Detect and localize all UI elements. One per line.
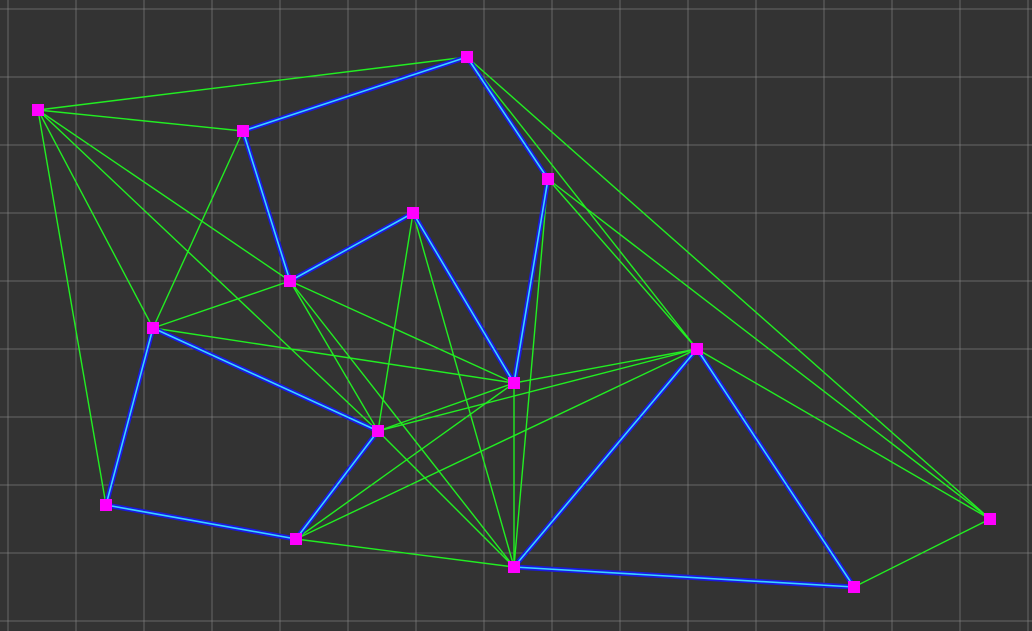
node-K[interactable] — [100, 499, 112, 511]
green-edge-H-J — [377, 382, 515, 432]
green-edge-L-M — [295, 538, 515, 568]
node-L[interactable] — [290, 533, 302, 545]
green-edge-A-J — [37, 109, 379, 432]
green-edge-I-L — [295, 348, 698, 540]
green-edge-A-F — [37, 109, 291, 282]
node-E[interactable] — [407, 207, 419, 219]
path-edge-I-N — [696, 348, 855, 588]
green-edge-I-H — [513, 348, 698, 384]
green-edge-G-H — [152, 327, 515, 384]
green-edge-F-H — [289, 280, 515, 384]
node-B[interactable] — [237, 125, 249, 137]
green-edge-A-C — [37, 56, 468, 111]
path-edges — [103, 54, 857, 590]
node-F[interactable] — [284, 275, 296, 287]
green-edge-G-F — [152, 280, 291, 329]
path-edge-C-D — [466, 56, 549, 180]
green-edge-A-B — [37, 109, 244, 132]
path-edge-G-J — [152, 327, 379, 432]
nodes — [32, 51, 996, 593]
green-edge-E-M — [412, 212, 515, 568]
node-J[interactable] — [372, 425, 384, 437]
green-edge-I-J — [377, 348, 698, 432]
green-edge-D-O — [547, 178, 991, 520]
node-N[interactable] — [848, 581, 860, 593]
green-edge-J-M — [377, 430, 515, 568]
green-edge-D-I — [547, 178, 698, 350]
green-edge-H-L — [295, 382, 515, 540]
green-edge-A-G — [37, 109, 154, 329]
path-edge-D-H — [513, 178, 549, 384]
node-I[interactable] — [691, 343, 703, 355]
green-edge-I-O — [696, 348, 991, 520]
green-edge-E-J — [377, 212, 414, 432]
path-edge-B-C — [242, 56, 468, 132]
path-edge-M-I — [513, 348, 698, 568]
green-edge-B-G — [152, 130, 244, 329]
path-edge-K-G — [105, 327, 154, 506]
node-D[interactable] — [542, 173, 554, 185]
node-M[interactable] — [508, 561, 520, 573]
node-C[interactable] — [461, 51, 473, 63]
node-A[interactable] — [32, 104, 44, 116]
node-G[interactable] — [147, 322, 159, 334]
path-edge-E-F — [289, 212, 414, 282]
green-edge-A-K — [37, 109, 107, 506]
green-edge-D-M — [513, 178, 549, 568]
node-H[interactable] — [508, 377, 520, 389]
green-edge-C-I — [466, 56, 698, 350]
green-edge-C-O — [466, 56, 991, 520]
path-edge-F-B — [242, 130, 291, 282]
path-edge-J-L — [295, 430, 379, 540]
green-edges — [37, 56, 991, 588]
node-O[interactable] — [984, 513, 996, 525]
path-edge-H-E — [412, 212, 515, 384]
green-edge-F-M — [289, 280, 515, 568]
path-edge-L-K — [105, 504, 297, 540]
green-edge-N-O — [853, 518, 991, 588]
path-edge-N-M — [513, 566, 855, 588]
